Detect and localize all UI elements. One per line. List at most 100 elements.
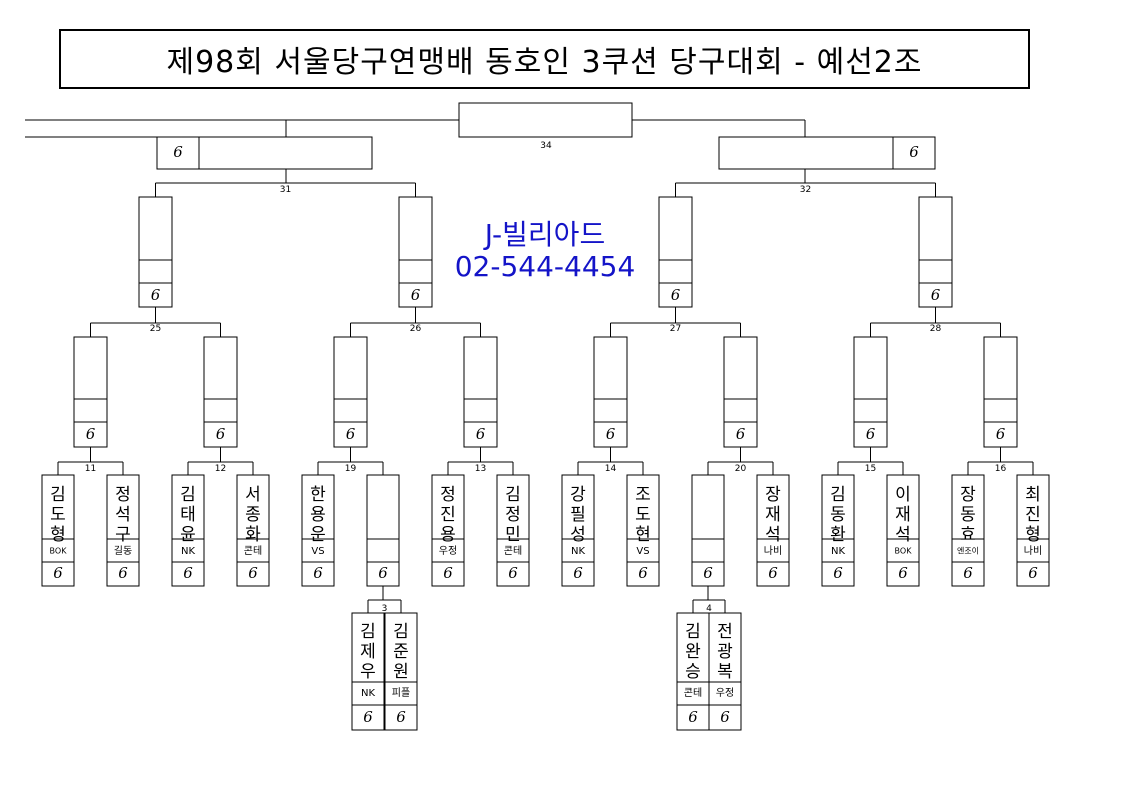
prelim-player-box <box>384 612 418 731</box>
player-name: 광 <box>717 642 733 662</box>
player-club: NK <box>361 688 375 699</box>
score-mark: 6 <box>151 286 161 304</box>
player-name: 복 <box>717 662 733 682</box>
match-number: 16 <box>995 464 1007 474</box>
player-name: 김 <box>830 485 846 505</box>
player-club: 우정 <box>716 687 734 699</box>
score-mark: 6 <box>248 564 258 582</box>
player-name: 조 <box>635 485 651 505</box>
player-club: VS <box>311 546 324 557</box>
match-number: 4 <box>706 604 712 614</box>
player-name: 종 <box>245 505 261 525</box>
player-club: 길동 <box>114 544 132 557</box>
score-mark: 6 <box>768 564 778 582</box>
player-club: 콘테 <box>684 687 702 699</box>
score-mark: 6 <box>996 425 1006 443</box>
player-name: 강 <box>570 485 586 505</box>
player-box <box>496 474 530 587</box>
score-mark: 6 <box>443 564 453 582</box>
score-mark: 6 <box>736 425 746 443</box>
player-name: 도 <box>635 505 651 525</box>
player-name: 화 <box>245 525 261 545</box>
player-name: 동 <box>830 505 846 525</box>
player-name: 민 <box>505 525 521 545</box>
match-number: 13 <box>475 464 486 474</box>
round3-box <box>658 196 693 308</box>
player-name: 도 <box>50 505 66 525</box>
score-mark: 6 <box>378 564 388 582</box>
player-name: 현 <box>635 525 651 545</box>
player-name: 완 <box>685 642 701 662</box>
round3-box <box>918 196 953 308</box>
ad-name: J-빌리아드 <box>484 218 606 251</box>
prelim-player-box <box>676 612 710 731</box>
score-mark: 6 <box>53 564 63 582</box>
player-name: 형 <box>1025 525 1041 545</box>
player-name: 김 <box>505 485 521 505</box>
semi-box-right <box>718 136 936 170</box>
page-title: 제98회 서울당구연맹배 동호인 3쿠션 당구대회 - 예선2조 <box>59 29 1030 89</box>
player-box <box>886 474 920 587</box>
score-mark: 6 <box>508 564 518 582</box>
score-mark: 6 <box>313 564 323 582</box>
player-box <box>41 474 75 587</box>
score-mark: 6 <box>173 143 183 161</box>
match-number: 27 <box>670 324 681 334</box>
player-name: 서 <box>245 485 261 505</box>
score-mark: 6 <box>86 425 96 443</box>
round2-box <box>723 336 758 448</box>
player-box <box>236 474 270 587</box>
score-mark: 6 <box>476 425 486 443</box>
score-mark: 6 <box>703 564 713 582</box>
player-name: 진 <box>440 505 456 525</box>
match-number: 28 <box>930 324 942 334</box>
score-mark: 6 <box>606 425 616 443</box>
player-name: 한 <box>310 485 326 505</box>
player-name: 윤 <box>180 525 196 545</box>
player-name: 필 <box>570 505 586 525</box>
ad-phone: 02-544-4454 <box>454 250 636 283</box>
prelim-player-box <box>351 612 385 731</box>
match-number: 34 <box>540 141 552 151</box>
score-mark: 6 <box>671 286 681 304</box>
player-name: 환 <box>830 525 846 545</box>
player-name: 재 <box>765 505 781 525</box>
player-club: NK <box>831 546 845 557</box>
player-name: 구 <box>115 525 131 545</box>
player-club: 콘테 <box>244 545 262 557</box>
player-name: 준 <box>393 642 409 662</box>
score-mark: 6 <box>118 564 128 582</box>
player-name: 성 <box>570 525 586 545</box>
player-name: 최 <box>1025 485 1041 505</box>
player-name: 석 <box>115 505 131 525</box>
player-name: 제 <box>360 642 376 662</box>
match-number: 31 <box>280 185 291 195</box>
player-box <box>756 474 790 587</box>
player-box <box>106 474 140 587</box>
player-name: 김 <box>50 485 66 505</box>
player-name: 석 <box>765 525 781 545</box>
player-name: 태 <box>180 505 196 525</box>
score-mark: 6 <box>833 564 843 582</box>
match-number: 15 <box>865 464 876 474</box>
player-name: 정 <box>115 485 131 505</box>
semi-box-left <box>156 136 373 170</box>
score-mark: 6 <box>1028 564 1038 582</box>
score-mark: 6 <box>216 425 226 443</box>
player-name: 전 <box>717 622 733 642</box>
player-name: 용 <box>440 525 456 545</box>
player-club: NK <box>571 546 585 557</box>
player-name: 장 <box>765 485 781 505</box>
player-club: 피플 <box>392 687 410 699</box>
player-name: 정 <box>440 485 456 505</box>
final-box <box>458 102 633 138</box>
player-name: 동 <box>960 505 976 525</box>
player-name: 우 <box>360 662 376 682</box>
match-number: 26 <box>410 324 422 334</box>
score-mark: 6 <box>931 286 941 304</box>
player-club: VS <box>636 546 649 557</box>
player-name: 이 <box>895 485 911 505</box>
player-club: 엔조이 <box>957 546 979 556</box>
player-name: 장 <box>960 485 976 505</box>
